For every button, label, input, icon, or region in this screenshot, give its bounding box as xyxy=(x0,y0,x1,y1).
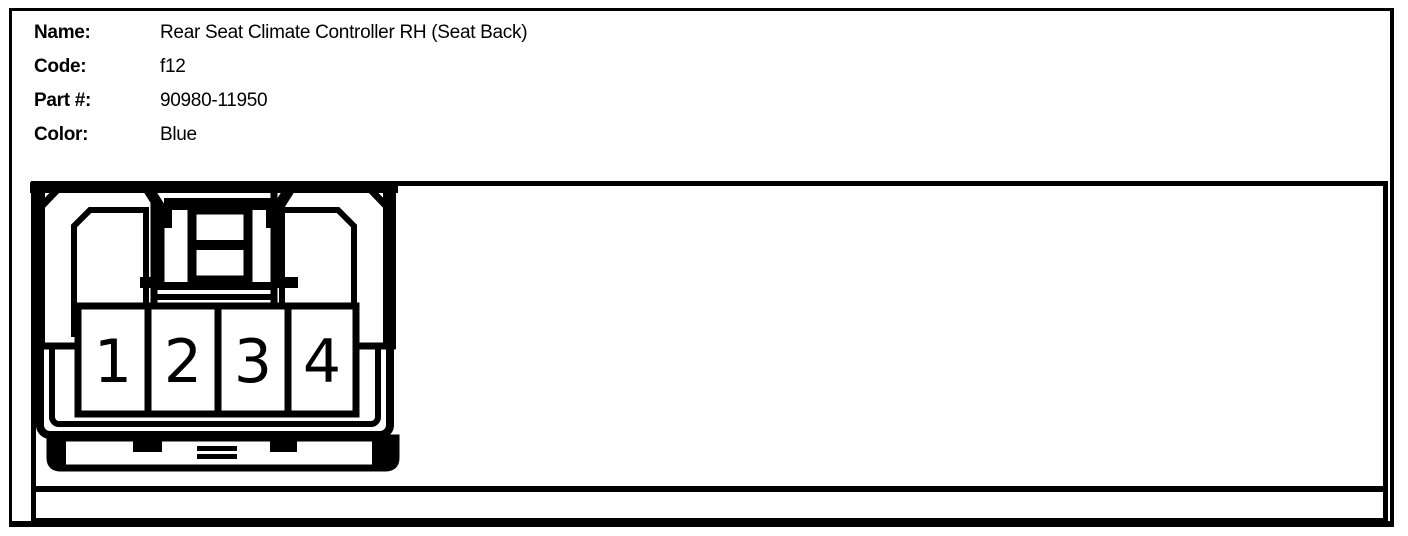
connector-face-diagram: 1 2 3 4 xyxy=(30,181,400,472)
rail-tab-left xyxy=(133,436,162,452)
rail-tab-right xyxy=(270,436,297,452)
panel-divider xyxy=(36,486,1383,492)
name-value: Rear Seat Climate Controller RH (Seat Ba… xyxy=(160,22,528,43)
pin-number-1: 1 xyxy=(94,327,132,397)
page-border xyxy=(9,8,1394,527)
center-latch-lintel-end-right xyxy=(266,210,274,228)
part-number-label: Part #: xyxy=(34,90,92,111)
rail-end-cap-right xyxy=(372,436,396,466)
info-row-code: Code: f12 xyxy=(34,50,527,84)
right-edge-bar xyxy=(383,182,396,349)
pin-cavity-4 xyxy=(284,302,360,418)
left-edge-bar xyxy=(32,182,45,349)
pin-number-3: 3 xyxy=(234,327,272,397)
part-number-value: 90980-11950 xyxy=(160,90,268,111)
pin-number-4: 4 xyxy=(303,327,341,397)
code-label: Code: xyxy=(34,56,87,77)
info-row-color: Color: Blue xyxy=(34,118,527,152)
center-latch-wall-right xyxy=(273,184,296,288)
center-latch-lintel-end-left xyxy=(164,210,172,228)
rail-center-bar-top xyxy=(197,446,237,451)
info-row-name: Name: Rear Seat Climate Controller RH (S… xyxy=(34,16,528,50)
code-value: f12 xyxy=(160,56,186,77)
info-row-part-number: Part #: 90980-11950 xyxy=(34,84,527,118)
pin-number-2: 2 xyxy=(164,327,202,397)
connector-info-header: Name: Rear Seat Climate Controller RH (S… xyxy=(34,16,528,152)
bottom-rail xyxy=(46,434,400,472)
color-value: Blue xyxy=(160,124,197,145)
pin-cavity-2 xyxy=(144,302,222,418)
pin-cavity-1 xyxy=(74,302,152,418)
center-latch-wall-left xyxy=(142,184,165,288)
name-label: Name: xyxy=(34,22,91,43)
center-latch-step-left xyxy=(140,277,160,288)
housing-inner xyxy=(49,294,381,427)
rail-center-bar-bottom xyxy=(197,454,237,459)
center-latch-step-right xyxy=(278,277,298,288)
center-latch-window-divider xyxy=(188,240,252,250)
top-edge-bar xyxy=(30,182,398,193)
color-label: Color: xyxy=(34,124,89,145)
rail-end-cap-left xyxy=(50,436,66,466)
